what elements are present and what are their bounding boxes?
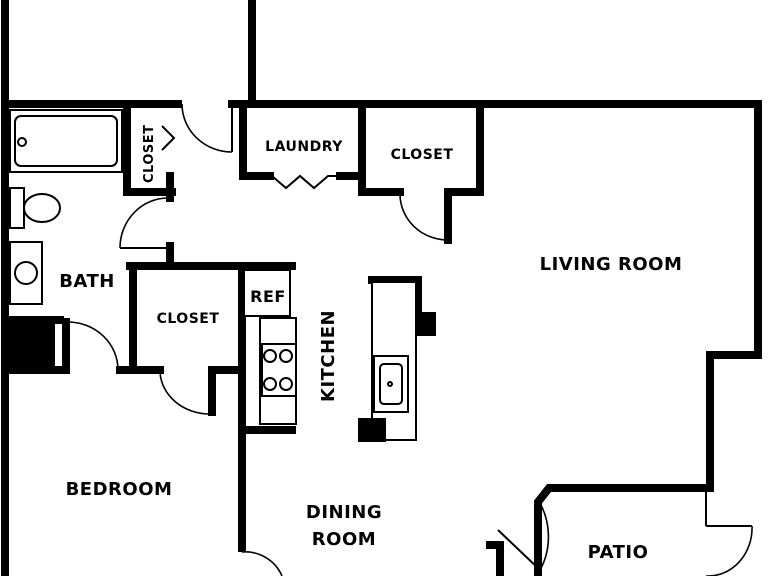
center-closet-west (358, 100, 404, 196)
label-ref: REF (250, 287, 286, 306)
label-closet-center: CLOSET (391, 147, 454, 163)
sink-drain (387, 381, 393, 387)
label-bedroom: BEDROOM (66, 479, 173, 500)
label-dining-room: ROOM (312, 529, 376, 550)
burner-icon (279, 377, 293, 391)
kitchen-fixtures (243, 269, 436, 442)
right-exterior-wall (534, 100, 762, 576)
bath-closet-bifold (161, 125, 176, 151)
closet-door-swing (159, 371, 211, 415)
island-wall (368, 276, 422, 316)
room-labels: BATH CLOSET LAUNDRY CLOSET LIVING ROOM C… (59, 124, 682, 563)
entry-door-swing (181, 103, 233, 153)
sink-basin (14, 261, 38, 285)
bathtub-basin (14, 115, 118, 167)
patio-door-left-swing (537, 499, 550, 571)
island-column-lower (358, 418, 386, 442)
doors (67, 103, 753, 576)
label-living-room: LIVING ROOM (540, 254, 683, 275)
label-dining: DINING (306, 502, 382, 523)
label-closet-bedroom: CLOSET (157, 311, 220, 327)
dining-door-swing (241, 551, 283, 576)
patio-door-left (497, 529, 541, 571)
center-closet-door-swing (399, 193, 449, 241)
center-closet-east (444, 100, 484, 196)
toilet-bowl (23, 193, 61, 223)
refrigerator (243, 269, 291, 317)
laundry-bifold-door (271, 174, 338, 190)
bedroom-door-swing (67, 321, 119, 371)
island-column (416, 312, 436, 336)
bathtub-drain (17, 137, 27, 147)
patio-door-right-swing (706, 525, 753, 576)
burner-icon (279, 349, 293, 363)
laundry-west-wall (239, 100, 274, 180)
label-bath: BATH (59, 271, 115, 292)
bath-door-swing (119, 197, 169, 249)
label-kitchen: KITCHEN (318, 310, 339, 402)
burner-icon (263, 377, 277, 391)
label-closet-bath: CLOSET (142, 124, 157, 183)
burner-icon (263, 349, 277, 363)
bath-fixtures (5, 109, 123, 368)
water-heater (5, 320, 55, 368)
patio-wall (486, 541, 504, 576)
toilet-tank (9, 187, 25, 229)
label-laundry: LAUNDRY (265, 139, 343, 155)
label-patio: PATIO (588, 542, 649, 563)
